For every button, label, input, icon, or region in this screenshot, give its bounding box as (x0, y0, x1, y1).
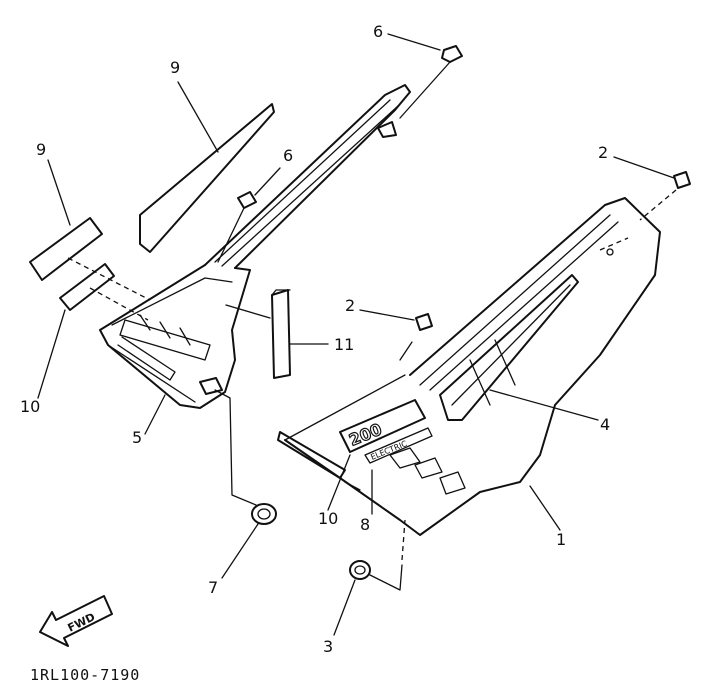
part-5-left-side-cover (99, 84, 411, 409)
part-9-decal-left (29, 217, 103, 281)
part-8-trim-strip (139, 103, 275, 253)
callout-10-right: 8 (360, 515, 370, 534)
fwd-label: FWD (66, 610, 98, 634)
fwd-arrow-icon: FWD (39, 595, 113, 647)
part-6-nut-lower (217, 191, 257, 263)
callout-9-right: 10 (318, 509, 338, 528)
callout-9-left: 9 (36, 140, 46, 159)
callout-6-top: 6 (373, 22, 383, 41)
callout-5: 5 (132, 428, 142, 447)
decal-200-electric: 200 ELECTRIC (339, 399, 433, 464)
callout-8: 9 (170, 58, 180, 77)
callout-4: 4 (600, 415, 610, 434)
callout-1: 1 (556, 530, 566, 549)
callout-7: 7 (208, 578, 218, 597)
part-7-grommet (214, 389, 277, 525)
part-2-nut-right (639, 171, 691, 221)
leader-lines (37, 33, 675, 636)
part-1-right-side-cover (277, 197, 661, 536)
part-11-strip (271, 289, 291, 379)
part-2-nut-middle (415, 313, 433, 331)
alignment-line-9 (67, 257, 151, 301)
callout-6-lower: 6 (283, 146, 293, 165)
callout-11: 11 (334, 335, 354, 354)
callout-2-right: 2 (598, 143, 608, 162)
callout-2-middle: 2 (345, 296, 355, 315)
callout-10-left: 10 (20, 397, 40, 416)
drawing-code: 1RL100-7190 (30, 666, 140, 684)
alignment-line-10 (89, 287, 149, 321)
callout-3: 3 (323, 637, 333, 656)
part-3-grommet (349, 519, 406, 591)
part-6-nut-upper (399, 45, 463, 119)
callouts: 9 6 6 2 2 9 10 11 5 7 3 4 1 10 8 (20, 22, 610, 656)
part-10-decal-left (59, 263, 115, 311)
